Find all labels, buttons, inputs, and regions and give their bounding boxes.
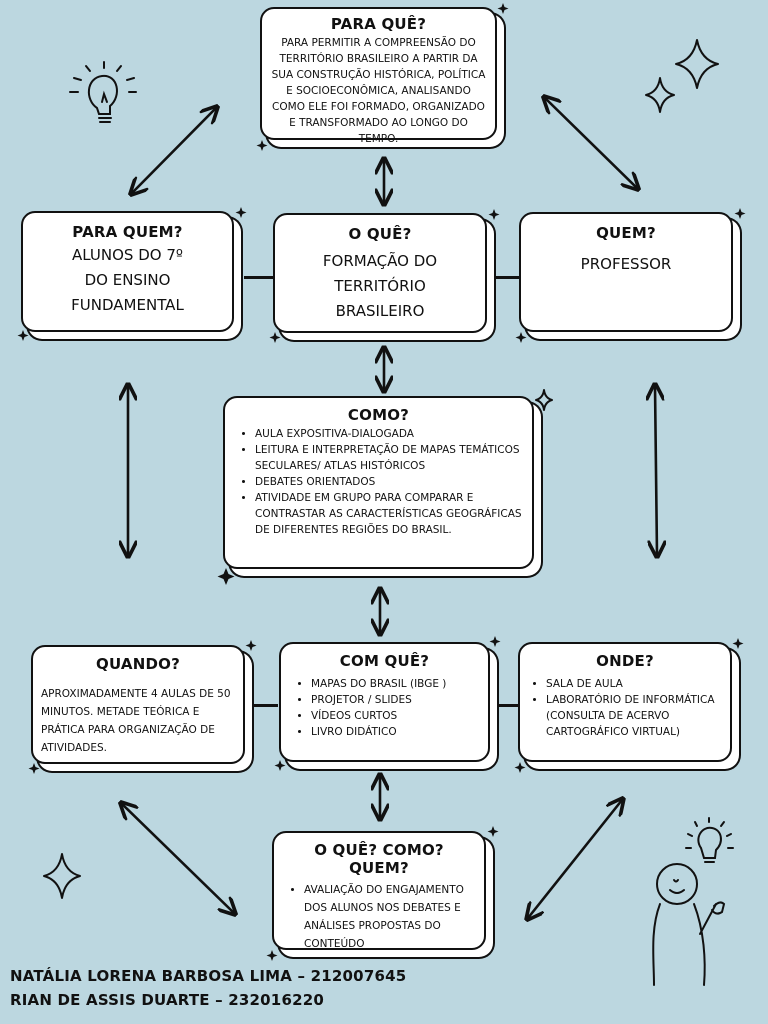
sparkle-icon bbox=[269, 332, 281, 343]
para-que-box: PARA QUÊ? PARA PERMITIR A COMPREENSÃO DO… bbox=[260, 7, 497, 145]
arrow-quando-avaliacao bbox=[122, 804, 234, 913]
sparkle-icon bbox=[245, 640, 257, 651]
sparkle-icon bbox=[17, 330, 29, 341]
sparkle-icon bbox=[732, 638, 744, 649]
para-que-text: PARA PERMITIR A COMPREENSÃO DO TERRITÓRI… bbox=[271, 37, 486, 145]
sparkle-icon bbox=[256, 140, 268, 151]
arrow-right-vertical bbox=[655, 386, 657, 555]
quando-text: APROXIMADAMENTE 4 AULAS DE 50 MINUTOS. M… bbox=[41, 688, 231, 754]
para-quem-box: PARA QUEM? ALUNOS DO 7º DO ENSINO FUNDAM… bbox=[21, 211, 234, 332]
sparkle-icon bbox=[235, 207, 247, 218]
sparkle-icon bbox=[515, 332, 527, 343]
sparkle-icon bbox=[274, 760, 286, 771]
sparkle-icon bbox=[217, 568, 235, 585]
arrow-onde-avaliacao bbox=[528, 800, 622, 918]
quem-box: QUEM? PROFESSOR bbox=[519, 212, 733, 332]
quando-box: QUANDO? APROXIMADAMENTE 4 AULAS DE 50 MI… bbox=[31, 645, 245, 764]
list-item: SALA DE AULA bbox=[546, 676, 722, 692]
onde-title: ONDE? bbox=[596, 652, 654, 670]
para-quem-line-2: DO ENSINO bbox=[84, 271, 171, 289]
sparkle-icon bbox=[514, 762, 526, 773]
list-item: LIVRO DIDÁTICO bbox=[311, 724, 480, 740]
para-quem-line-1: ALUNOS DO 7º bbox=[72, 246, 183, 264]
com-que-box: COM QUÊ? MAPAS DO BRASIL (IBGE ) PROJETO… bbox=[279, 642, 490, 762]
sparkle-icon bbox=[645, 77, 675, 113]
author-1: NATÁLIA LORENA BARBOSA LIMA – 212007645 bbox=[10, 967, 407, 985]
list-item: AULA EXPOSITIVA-DIALOGADA bbox=[255, 426, 524, 442]
sparkle-icon bbox=[43, 853, 81, 899]
arrow-paraquem-paraque bbox=[132, 108, 216, 193]
o-que-title: O QUÊ? bbox=[348, 225, 412, 243]
list-item: AVALIAÇÃO DO ENGAJAMENTO DOS ALUNOS NOS … bbox=[304, 881, 476, 953]
com-que-list: MAPAS DO BRASIL (IBGE ) PROJETOR / SLIDE… bbox=[289, 676, 480, 740]
onde-box: ONDE? SALA DE AULA LABORATÓRIO DE INFORM… bbox=[518, 642, 732, 762]
avaliacao-box: O QUÊ? COMO? QUEM? AVALIAÇÃO DO ENGAJAME… bbox=[272, 831, 486, 950]
list-item: PROJETOR / SLIDES bbox=[311, 692, 480, 708]
connector-quando-comque bbox=[254, 704, 278, 707]
sparkle-icon bbox=[734, 208, 746, 219]
como-list: AULA EXPOSITIVA-DIALOGADA LEITURA E INTE… bbox=[233, 426, 524, 538]
sparkle-icon bbox=[28, 763, 40, 774]
avaliacao-title: O QUÊ? COMO? QUEM? bbox=[314, 841, 444, 877]
avaliacao-list: AVALIAÇÃO DO ENGAJAMENTO DOS ALUNOS NOS … bbox=[282, 881, 476, 953]
quando-title: QUANDO? bbox=[96, 655, 180, 673]
onde-list: SALA DE AULA LABORATÓRIO DE INFORMÁTICA … bbox=[528, 676, 722, 740]
list-item: DEBATES ORIENTADOS bbox=[255, 474, 524, 490]
author-2: RIAN DE ASSIS DUARTE – 232016220 bbox=[10, 991, 324, 1009]
o-que-line-1: FORMAÇÃO DO bbox=[322, 252, 438, 270]
connector-oque-quem bbox=[496, 276, 520, 279]
quem-text: PROFESSOR bbox=[580, 255, 672, 273]
para-que-title: PARA QUÊ? bbox=[330, 15, 427, 33]
sparkle-icon bbox=[535, 389, 553, 411]
sparkle-icon bbox=[488, 209, 500, 220]
o-que-line-3: BRASILEIRO bbox=[335, 302, 425, 320]
quem-title: QUEM? bbox=[596, 224, 656, 242]
person-idea-icon bbox=[652, 817, 734, 986]
connector-paraquem-oque bbox=[244, 276, 274, 279]
sparkle-icon bbox=[266, 950, 278, 961]
com-que-title: COM QUÊ? bbox=[339, 652, 430, 670]
list-item: ATIVIDADE EM GRUPO PARA COMPARAR E CONTR… bbox=[255, 490, 524, 538]
list-item: VÍDEOS CURTOS bbox=[311, 708, 480, 724]
sparkle-icon bbox=[489, 636, 501, 647]
sparkle-icon bbox=[675, 39, 719, 89]
list-item: LEITURA E INTERPRETAÇÃO DE MAPAS TEMÁTIC… bbox=[255, 442, 524, 474]
como-box: COMO? AULA EXPOSITIVA-DIALOGADA LEITURA … bbox=[223, 396, 534, 569]
arrow-paraque-quem bbox=[545, 98, 637, 188]
lightbulb-icon bbox=[69, 61, 137, 123]
para-quem-line-3: FUNDAMENTAL bbox=[71, 296, 184, 314]
connector-comque-onde bbox=[498, 704, 518, 707]
list-item: MAPAS DO BRASIL (IBGE ) bbox=[311, 676, 480, 692]
list-item: LABORATÓRIO DE INFORMÁTICA (CONSULTA DE … bbox=[546, 692, 722, 740]
o-que-box: O QUÊ? FORMAÇÃO DO TERRITÓRIO BRASILEIRO bbox=[273, 213, 487, 333]
sparkle-icon bbox=[497, 3, 509, 14]
para-quem-title: PARA QUEM? bbox=[72, 223, 183, 241]
o-que-line-2: TERRITÓRIO bbox=[334, 277, 426, 295]
sparkle-icon bbox=[487, 826, 499, 837]
como-title: COMO? bbox=[347, 406, 410, 424]
